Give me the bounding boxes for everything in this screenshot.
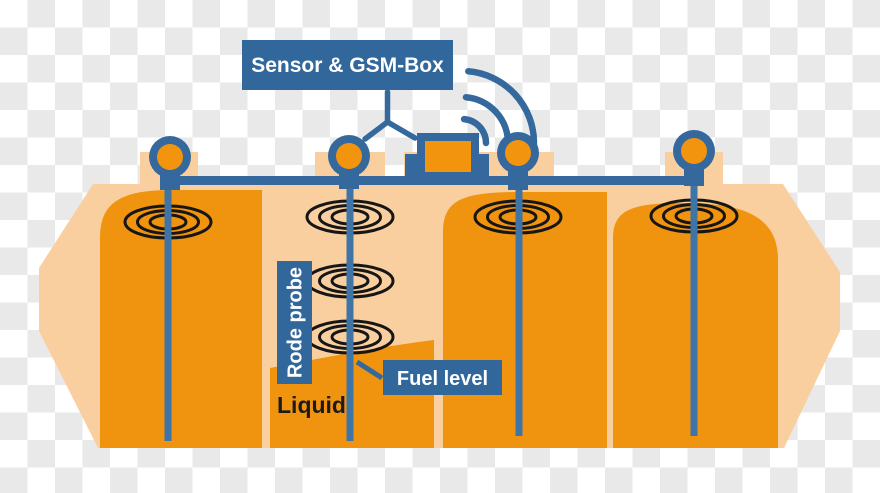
probe-rod [164, 187, 172, 441]
probe-rod [515, 190, 523, 436]
gsm-box-foot [405, 154, 417, 178]
sensor-head-icon [673, 130, 715, 186]
sensor-heads [149, 130, 715, 190]
fuel-level-pointer [355, 359, 384, 381]
sensor-head-icon [149, 136, 191, 190]
antenna-icon [362, 89, 418, 142]
fuel-level-label-text: Fuel level [397, 368, 488, 390]
tank-compartment-3-liquid [443, 192, 607, 448]
sensor-head-icon [497, 132, 539, 190]
rode-probe-label: Rode probe [277, 261, 312, 384]
tank-compartment-1-liquid [100, 190, 262, 448]
sensor-gsm-box-label: Sensor & GSM-Box [242, 40, 453, 90]
probe-rod [690, 185, 698, 436]
probe-rod [346, 187, 354, 441]
rode-probe-label-text: Rode probe [285, 267, 307, 378]
fuel-level-label: Fuel level [355, 359, 502, 395]
sensor-head-icon [328, 135, 370, 189]
gsm-box-icon [417, 133, 479, 180]
liquid-label-text: Liquid [277, 392, 346, 418]
gsm-box-foot [477, 154, 489, 178]
probe-rods [164, 185, 698, 441]
sensor-gsm-box-label-text: Sensor & GSM-Box [251, 54, 444, 77]
sensor-pipe [160, 154, 704, 185]
